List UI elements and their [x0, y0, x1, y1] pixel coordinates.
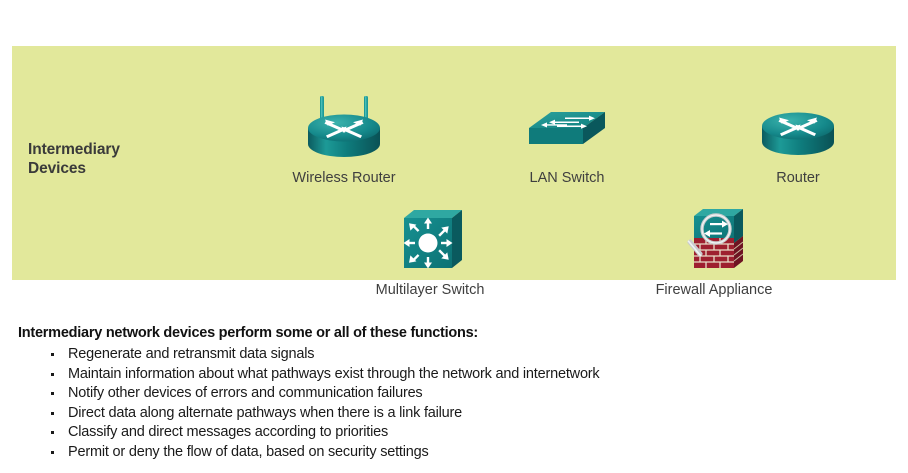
list-item: Classify and direct messages according t… [18, 423, 878, 443]
list-item-text: Notify other devices of errors and commu… [68, 385, 423, 401]
multilayer-switch-icon [330, 206, 530, 276]
intermediary-devices-banner: Intermediary Devices [12, 46, 898, 298]
device-wireless-router[interactable]: Wireless Router [244, 94, 444, 186]
device-label: Router [776, 170, 820, 186]
device-label: Multilayer Switch [375, 282, 485, 298]
device-router[interactable]: Router [698, 94, 898, 186]
functions-text-block: Intermediary network devices perform som… [18, 325, 878, 462]
bullet-icon [51, 353, 54, 356]
section-label: Intermediary Devices [28, 140, 208, 178]
device-lan-switch[interactable]: LAN Switch [467, 94, 667, 186]
functions-list: Regenerate and retransmit data signals M… [18, 345, 878, 462]
device-label: Wireless Router [292, 170, 396, 186]
lan-switch-icon [467, 94, 667, 164]
list-item: Regenerate and retransmit data signals [18, 345, 878, 365]
wireless-router-icon [244, 94, 444, 164]
device-multilayer-switch[interactable]: Multilayer Switch [330, 206, 530, 298]
list-item-text: Permit or deny the flow of data, based o… [68, 443, 429, 460]
bullet-icon [51, 411, 54, 415]
firewall-appliance-icon [614, 206, 814, 276]
bullet-icon [51, 450, 54, 454]
list-item-text: Direct data along alternate pathways whe… [68, 404, 463, 421]
section-label-line2: Devices [28, 160, 86, 177]
router-icon [698, 94, 898, 164]
bullet-icon [51, 392, 54, 395]
list-item: Notify other devices of errors and commu… [18, 384, 878, 404]
device-label: LAN Switch [529, 170, 605, 186]
section-label-line1: Intermediary [28, 141, 120, 158]
list-item: Permit or deny the flow of data, based o… [18, 443, 878, 463]
list-item: Direct data along alternate pathways whe… [18, 404, 878, 424]
device-firewall-appliance[interactable]: Firewall Appliance [614, 206, 814, 298]
list-item-text: Classify and direct messages according t… [68, 424, 389, 440]
bullet-icon [51, 431, 54, 434]
list-item: Maintain information about what pathways… [18, 365, 878, 385]
device-label: Firewall Appliance [655, 282, 773, 298]
list-item-text: Maintain information about what pathways… [68, 365, 600, 382]
list-item-text: Regenerate and retransmit data signals [68, 346, 315, 362]
functions-heading: Intermediary network devices perform som… [18, 325, 479, 341]
bullet-icon [51, 372, 54, 376]
